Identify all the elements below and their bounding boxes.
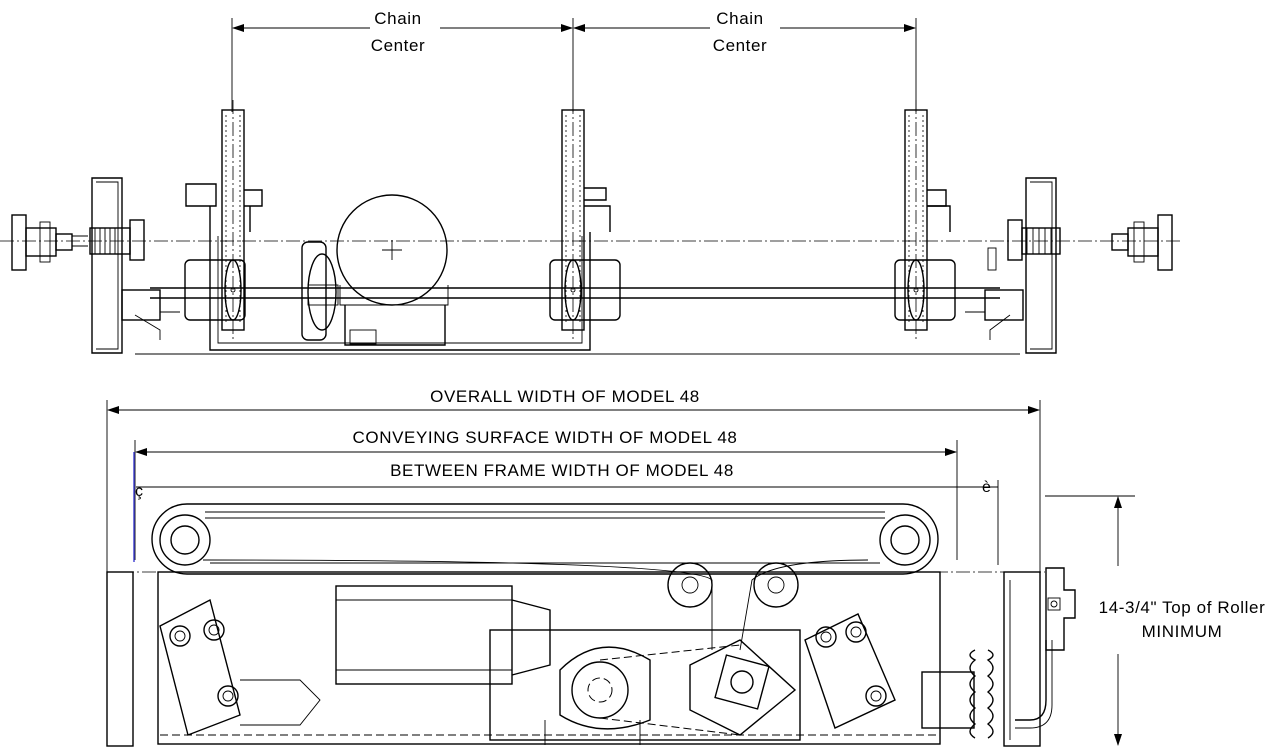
between-frame-width-label: BETWEEN FRAME WIDTH OF MODEL 48 <box>390 461 734 480</box>
chain-center-right-line2: Center <box>713 36 768 55</box>
right-sprocket-bracket <box>894 100 956 340</box>
height-label-line2: MINIMUM <box>1142 622 1223 641</box>
right-spring-assembly <box>921 571 1041 747</box>
side-elevation-view: OVERALL WIDTH OF MODEL 48 CONVEYING SURF… <box>106 386 1266 747</box>
right-bolt-assembly <box>965 214 1173 340</box>
chain-center-dimension-left: Chain Center <box>231 6 574 112</box>
limit-switch <box>1015 567 1076 729</box>
gearbox <box>489 629 801 745</box>
left-take-up-plate <box>159 598 321 736</box>
between-frame-width-dimension: ç è BETWEEN FRAME WIDTH OF MODEL 48 <box>135 460 999 565</box>
right-frame-marker: è <box>982 479 991 496</box>
chain-center-right-line1: Chain <box>716 9 763 28</box>
bottom-drive-motor <box>335 585 551 685</box>
overall-width-label: OVERALL WIDTH OF MODEL 48 <box>430 387 700 406</box>
chain-center-dimension-right: Chain Center <box>573 6 917 112</box>
conveying-surface-width-label: CONVEYING SURFACE WIDTH OF MODEL 48 <box>353 428 738 447</box>
chain-center-left-line2: Center <box>371 36 426 55</box>
chain-center-left-line1: Chain <box>374 9 421 28</box>
height-dimension: 14-3/4" Top of Roller MINIMUM <box>1045 495 1266 746</box>
drive-motor <box>336 194 449 346</box>
belt-assembly <box>151 503 939 575</box>
left-frame-marker: ç <box>135 483 143 500</box>
drive-sprocket <box>301 241 339 341</box>
height-label-line1: 14-3/4" Top of Roller <box>1099 598 1266 617</box>
idler-roller-right <box>753 562 799 608</box>
idler-roller-left <box>667 562 713 608</box>
center-sprocket-bracket <box>549 100 621 340</box>
right-take-up-plate <box>804 613 896 729</box>
top-end-view: Chain Center Chain Center <box>0 6 1180 355</box>
left-bolt-assembly <box>11 214 180 340</box>
conveying-surface-width-dimension: CONVEYING SURFACE WIDTH OF MODEL 48 <box>134 427 958 560</box>
left-sprocket-bracket <box>184 100 263 340</box>
